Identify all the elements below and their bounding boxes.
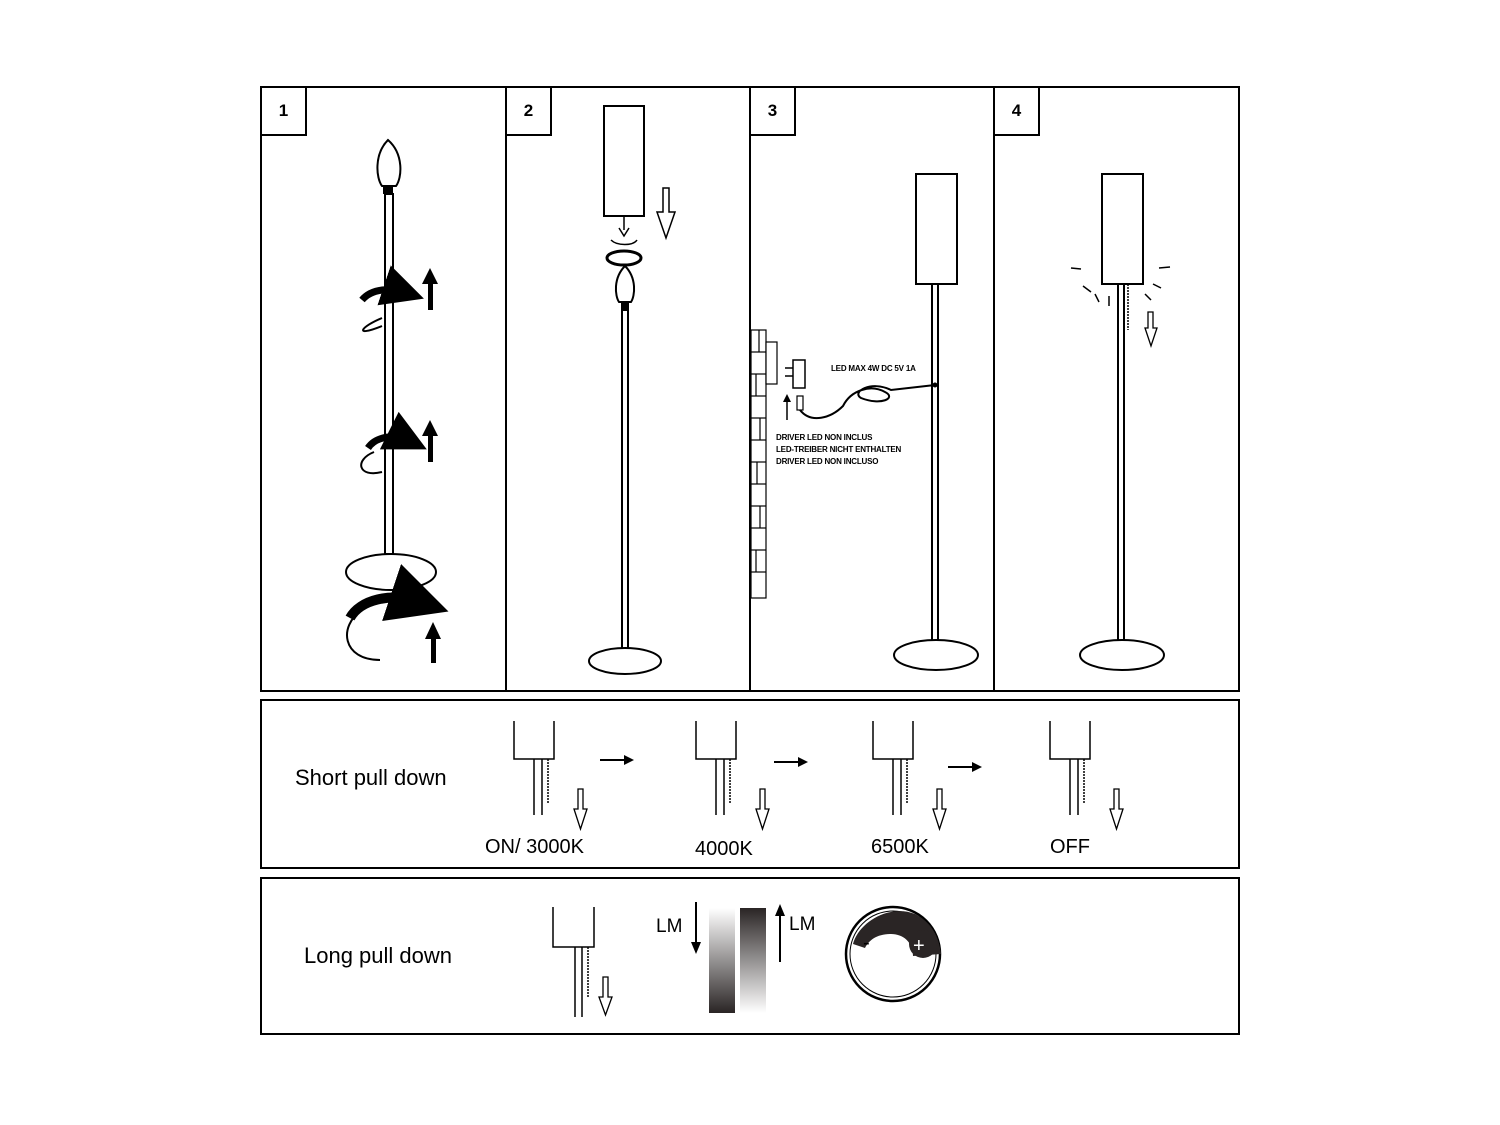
lm-up-label: LM [789,914,816,935]
long-pull-cord-illustration [552,907,613,1017]
divider [505,86,507,692]
driver-note-it: DRIVER LED NON INCLUSO [776,457,879,466]
light-rays-icon [1070,266,1171,306]
pull-cord-icon [695,720,770,830]
down-arrow-icon [1144,311,1158,349]
long-pull-title: Long pull down [304,943,453,968]
rotate-arrow-icon [360,411,438,475]
dial-plus-label: + [913,935,925,957]
divider [749,86,751,692]
brightness-increase-bar [740,908,766,1013]
power-adapter-icon [785,359,806,411]
wall-illustration [751,329,778,599]
pole [384,193,394,555]
bulb-icon [614,264,636,310]
brightness-decrease-bar [709,908,735,1013]
arrow-right-icon [600,755,634,765]
lm-down-label: LM [656,916,683,937]
step-number-1: 1 [262,88,307,136]
state-label-6500k: 6500K [871,836,929,858]
step3-power-illustration [751,173,979,671]
pull-cord-icon [1049,720,1124,830]
base-disc [345,553,437,591]
down-arrow-icon [655,187,677,241]
lamp-shade [915,173,958,285]
down-arrow-icon [598,976,613,1017]
ring-nut [605,249,643,267]
state-label-4000k: 4000K [695,838,753,860]
lamp-shade [1101,173,1144,285]
bulb-icon [376,138,402,194]
step-number-2: 2 [507,88,552,136]
state-label-on-3000k: ON/ 3000K [485,836,584,858]
state-label-off: OFF [1050,836,1090,858]
pull-cord-icon [872,720,947,830]
pole [1117,283,1125,645]
power-cable [799,384,936,420]
arrow-right-icon [774,757,808,767]
driver-note-de: LED-TREIBER NICHT ENTHALTEN [776,445,902,454]
step-number-4: 4 [995,88,1040,136]
step1-assembly-illustration [345,138,449,663]
pole [931,283,939,645]
rotate-arrow-icon [359,265,438,333]
base-disc [1079,639,1165,671]
rotate-arrow-icon [345,564,449,663]
short-pull-sequence [513,720,1124,830]
dimmer-dial-icon: - + [844,905,942,1003]
led-rating-label: LED MAX 4W DC 5V 1A [831,364,916,373]
pull-cord-icon [513,720,588,830]
short-pull-frame [260,699,1240,869]
base-disc [588,647,662,675]
divider [993,86,995,692]
step4-lit-lamp-illustration [1070,173,1171,671]
arrow-down-icon [691,902,701,954]
dimming-gradient-bars [691,902,785,1013]
arrow-right-icon [948,762,982,772]
step-number-3: 3 [751,88,796,136]
lamp-shade [603,105,645,217]
short-pull-title: Short pull down [295,765,447,790]
base-disc [893,639,979,671]
step2-shade-illustration [588,105,677,675]
dial-minus-label: - [863,932,870,954]
pole [621,309,629,657]
driver-note-fr: DRIVER LED NON INCLUS [776,433,873,442]
arrow-up-icon [775,904,785,962]
